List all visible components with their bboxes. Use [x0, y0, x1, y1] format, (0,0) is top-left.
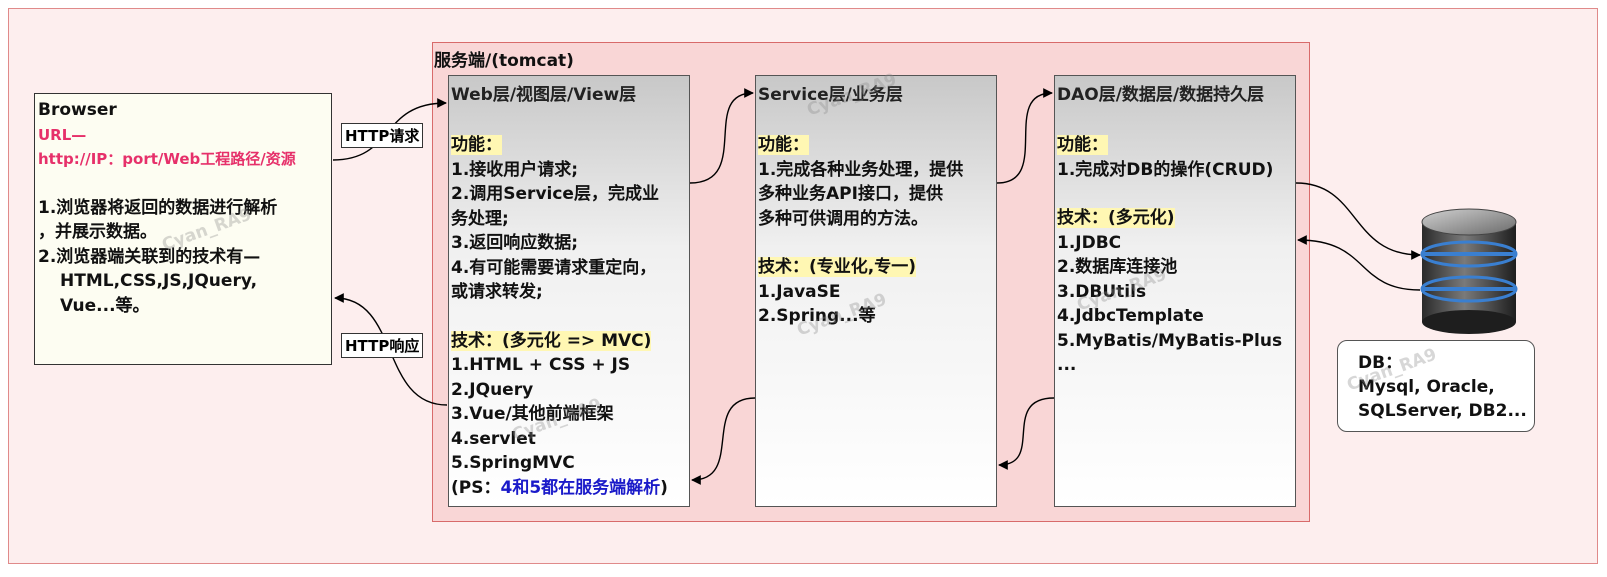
web-ps-note: (PS：4和5都在服务端解析)	[451, 476, 687, 501]
web-tech-item: 1.HTML + CSS + JS	[451, 355, 631, 375]
db-label: DB：	[1358, 353, 1403, 373]
dao-func-label: 功能：	[1057, 135, 1108, 155]
url-pattern: http://IP：port/Web工程路径/资源	[38, 150, 296, 168]
service-layer-box: Service层/业务层 功能： 1.完成各种业务处理，提供 多种业务API接口…	[755, 75, 997, 507]
service-tech-item: 2.Spring...等	[758, 306, 876, 326]
dao-tech-item: 2.数据库连接池	[1057, 257, 1178, 277]
service-func-label: 功能：	[758, 135, 809, 155]
service-layer-title: Service层/业务层	[758, 85, 903, 105]
db-to-dao-arrow	[1297, 235, 1421, 291]
dao-to-db-arrow	[1295, 182, 1421, 260]
server-title: 服务端/(tomcat)	[434, 51, 574, 71]
service-to-web-arrow	[691, 397, 756, 485]
web-to-service-arrow	[689, 88, 754, 184]
service-func-item: 多种业务API接口，提供	[758, 184, 943, 204]
browser-item-2b: HTML,CSS,JS,JQuery,	[60, 271, 258, 291]
http-response-label: HTTP响应	[341, 333, 424, 358]
ps-prefix: (PS：	[451, 477, 501, 498]
web-func-item: 1.接收用户请求;	[451, 159, 579, 180]
db-line-2: SQLServer, DB2...	[1358, 401, 1527, 421]
web-tech-item: 3.Vue/其他前端框架	[451, 404, 614, 424]
db-line-1: Mysql, Oracle,	[1358, 377, 1495, 397]
browser-item-2c: Vue...等。	[60, 295, 150, 316]
web-tech-item: 4.servlet	[451, 428, 536, 449]
dao-tech-item: 3.DBUtils	[1057, 281, 1147, 302]
service-func-item: 多种可供调用的方法。	[758, 208, 928, 229]
dao-func-item: 1.完成对DB的操作(CRUD)	[1057, 159, 1274, 180]
dao-to-service-arrow	[998, 397, 1055, 470]
service-tech-item: 1.JavaSE	[758, 281, 841, 302]
web-func-item: 4.有可能需要请求重定向，	[451, 257, 657, 278]
browser-title: Browser	[38, 100, 117, 120]
service-tech-label: 技术：(专业化,专一)	[758, 257, 916, 277]
browser-item-2a: 2.浏览器端关联到的技术有—	[38, 246, 261, 267]
http-request-label: HTTP请求	[341, 123, 424, 148]
web-layer-title: Web层/视图层/View层	[451, 85, 637, 105]
ps-text: 4和5都在服务端解析	[500, 477, 661, 498]
dao-tech-item: 4.JdbcTemplate	[1057, 306, 1204, 326]
web-func-item: 3.返回响应数据;	[451, 233, 579, 253]
database-icon	[1420, 208, 1518, 334]
dao-layer-box: DAO层/数据层/数据持久层 功能： 1.完成对DB的操作(CRUD) 技术：(…	[1054, 75, 1296, 507]
dao-tech-item: ...	[1057, 355, 1077, 375]
ps-suffix: )	[660, 477, 668, 498]
browser-box: Browser URL— http://IP：port/Web工程路径/资源 1…	[34, 93, 332, 365]
db-info-box: DB： Mysql, Oracle, SQLServer, DB2...	[1337, 340, 1535, 432]
service-func-item: 1.完成各种业务处理，提供	[758, 159, 964, 180]
web-func-item: 务处理;	[451, 208, 509, 229]
web-func-item: 2.调用Service层，完成业	[451, 184, 659, 204]
browser-item-1a: 1.浏览器将返回的数据进行解析	[38, 197, 278, 218]
dao-tech-item: 1.JDBC	[1057, 232, 1122, 253]
web-tech-label: 技术：(多元化 => MVC)	[451, 330, 652, 351]
dao-tech-label: 技术：(多元化)	[1057, 208, 1175, 228]
url-label: URL—	[38, 125, 87, 144]
web-func-label: 功能：	[451, 135, 502, 155]
web-tech-item: 2.JQuery	[451, 379, 534, 400]
dao-tech-item: 5.MyBatis/MyBatis-Plus	[1057, 330, 1283, 351]
web-layer-box: Web层/视图层/View层 功能： 1.接收用户请求; 2.调用Service…	[448, 75, 690, 507]
dao-layer-title: DAO层/数据层/数据持久层	[1057, 85, 1265, 105]
service-to-dao-arrow	[996, 88, 1053, 184]
web-func-item: 或请求转发;	[451, 282, 543, 302]
web-tech-item: 5.SpringMVC	[451, 453, 575, 473]
browser-item-1b: ，并展示数据。	[38, 222, 157, 242]
